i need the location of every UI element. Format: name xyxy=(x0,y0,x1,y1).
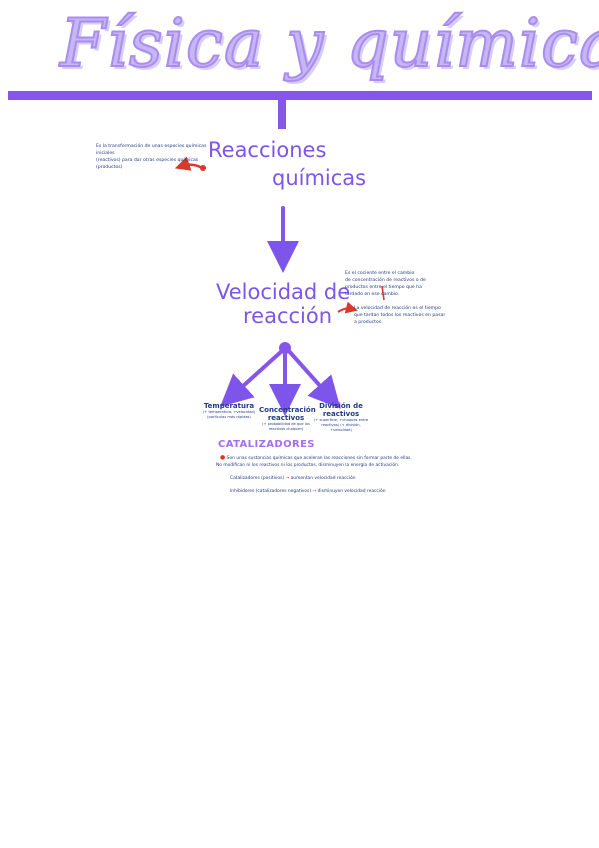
catalizadores-detail: No modifican ni los reactivos ni los pro… xyxy=(216,463,400,468)
title-stem xyxy=(278,99,286,129)
factor-title: Temperatura xyxy=(203,402,255,410)
factor-title: Concentración reactivos xyxy=(259,406,316,422)
red-connector-velocidad-top xyxy=(381,285,385,301)
title-bar xyxy=(8,91,592,100)
factor-concentracion: Concentración reactivos (+ probabilidad … xyxy=(259,406,316,432)
factor-title: División de reactivos xyxy=(319,402,363,418)
factor-division: División de reactivos (+ superficie, +ch… xyxy=(312,402,370,433)
factor-note: (+ superficie, +choques entre reactivos)… xyxy=(313,418,369,432)
node-reacciones-line1: Reacciones xyxy=(208,138,327,162)
catalizadores-definition: ● Son unas sustancias químicas que acele… xyxy=(220,454,412,462)
node-velocidad-line2: reacción xyxy=(243,304,333,328)
bullet-icon: ● xyxy=(220,454,226,461)
arrow-right-icon: → xyxy=(312,489,317,494)
catalizadores-type-positive: Catalizadores (positivos) → aumentan vel… xyxy=(230,476,356,481)
catalizadores-title: CATALIZADORES xyxy=(218,439,315,450)
note-velocidad-time: La velocidad de reacción es el tiempo qu… xyxy=(354,306,446,325)
arrow-temperatura xyxy=(220,348,285,407)
page-title: Física y química xyxy=(59,4,599,83)
arrow-right-icon: → xyxy=(285,476,290,481)
red-connector-velocidad xyxy=(337,301,358,314)
note-velocidad-definition: Es el cociente entre el cambio de concen… xyxy=(345,271,426,297)
node-velocidad-line1: Velocidad de xyxy=(216,280,351,304)
arrow-division xyxy=(286,348,341,409)
note-reacciones: Es la transformación de unas especies qu… xyxy=(96,144,207,170)
factor-temperatura: Temperatura (+ temperatura, +velocidad) … xyxy=(200,402,258,420)
factor-note: (+ temperatura, +velocidad) (partículas … xyxy=(202,410,256,419)
catalizadores-type-negative: Inhibidores (catalizadores negativos) → … xyxy=(230,489,386,494)
factor-note: (+ probabilidad de que los reactivos cho… xyxy=(262,422,310,431)
node-reacciones-line2: químicas xyxy=(272,166,367,190)
